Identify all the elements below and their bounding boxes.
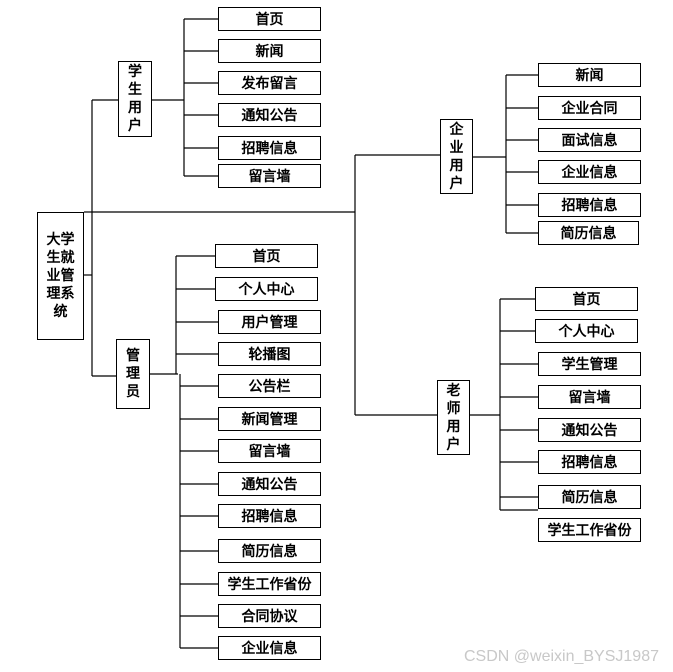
admin-line: 员 <box>126 384 140 400</box>
admin-item: 留言墙 <box>218 439 321 463</box>
admin-item: 轮播图 <box>218 342 321 366</box>
root-line: 理系 <box>46 286 75 302</box>
company-line: 业 <box>449 139 464 156</box>
student-item: 招聘信息 <box>218 136 321 160</box>
admin-item: 学生工作省份 <box>218 572 321 596</box>
teacher-item: 留言墙 <box>538 385 641 409</box>
teacher-node: 老 师 用 户 <box>437 380 470 455</box>
student-item: 通知公告 <box>218 103 321 127</box>
company-line: 户 <box>449 175 464 192</box>
admin-line: 理 <box>126 366 140 382</box>
admin-item: 首页 <box>215 244 318 268</box>
student-line: 生 <box>128 82 142 98</box>
student-line: 户 <box>128 118 142 134</box>
admin-item: 简历信息 <box>218 539 321 563</box>
teacher-item: 个人中心 <box>535 319 638 343</box>
student-line: 用 <box>128 100 142 116</box>
teacher-item: 学生管理 <box>538 352 641 376</box>
student-line: 学 <box>128 64 142 80</box>
admin-item: 企业信息 <box>218 636 321 660</box>
admin-line: 管 <box>126 348 140 364</box>
company-line: 用 <box>449 157 464 174</box>
teacher-item: 招聘信息 <box>538 450 641 474</box>
admin-item: 公告栏 <box>218 374 321 398</box>
root-node: 大学 生就 业管 理系 统 <box>37 212 84 340</box>
admin-item: 通知公告 <box>218 472 321 496</box>
admin-item: 个人中心 <box>215 277 318 301</box>
teacher-item: 首页 <box>535 287 638 311</box>
teacher-item: 通知公告 <box>538 418 641 442</box>
student-item: 新闻 <box>218 39 321 63</box>
company-item: 简历信息 <box>538 221 639 245</box>
admin-item: 合同协议 <box>218 604 321 628</box>
student-node: 学 生 用 户 <box>118 61 152 137</box>
student-item: 留言墙 <box>218 164 321 188</box>
company-item: 企业合同 <box>538 96 641 120</box>
root-line: 大学 <box>46 232 75 248</box>
company-line: 企 <box>449 121 464 138</box>
teacher-item: 学生工作省份 <box>538 518 641 542</box>
watermark: CSDN @weixin_BYSJ1987 <box>464 648 659 665</box>
company-item: 面试信息 <box>538 128 641 152</box>
teacher-line: 户 <box>446 436 461 453</box>
admin-node: 管 理 员 <box>116 339 150 409</box>
root-line: 统 <box>53 304 68 320</box>
teacher-line: 师 <box>446 400 461 417</box>
teacher-line: 用 <box>446 418 461 435</box>
teacher-line: 老 <box>446 382 461 399</box>
root-line: 业管 <box>46 268 75 284</box>
company-item: 新闻 <box>538 63 641 87</box>
admin-item: 用户管理 <box>218 310 321 334</box>
student-item: 首页 <box>218 7 321 31</box>
root-line: 生就 <box>46 250 75 266</box>
company-item: 企业信息 <box>538 160 641 184</box>
company-node: 企 业 用 户 <box>440 119 473 194</box>
student-item: 发布留言 <box>218 71 321 95</box>
admin-item: 招聘信息 <box>218 504 321 528</box>
admin-item: 新闻管理 <box>218 407 321 431</box>
teacher-item: 简历信息 <box>538 485 641 509</box>
company-item: 招聘信息 <box>538 193 641 217</box>
